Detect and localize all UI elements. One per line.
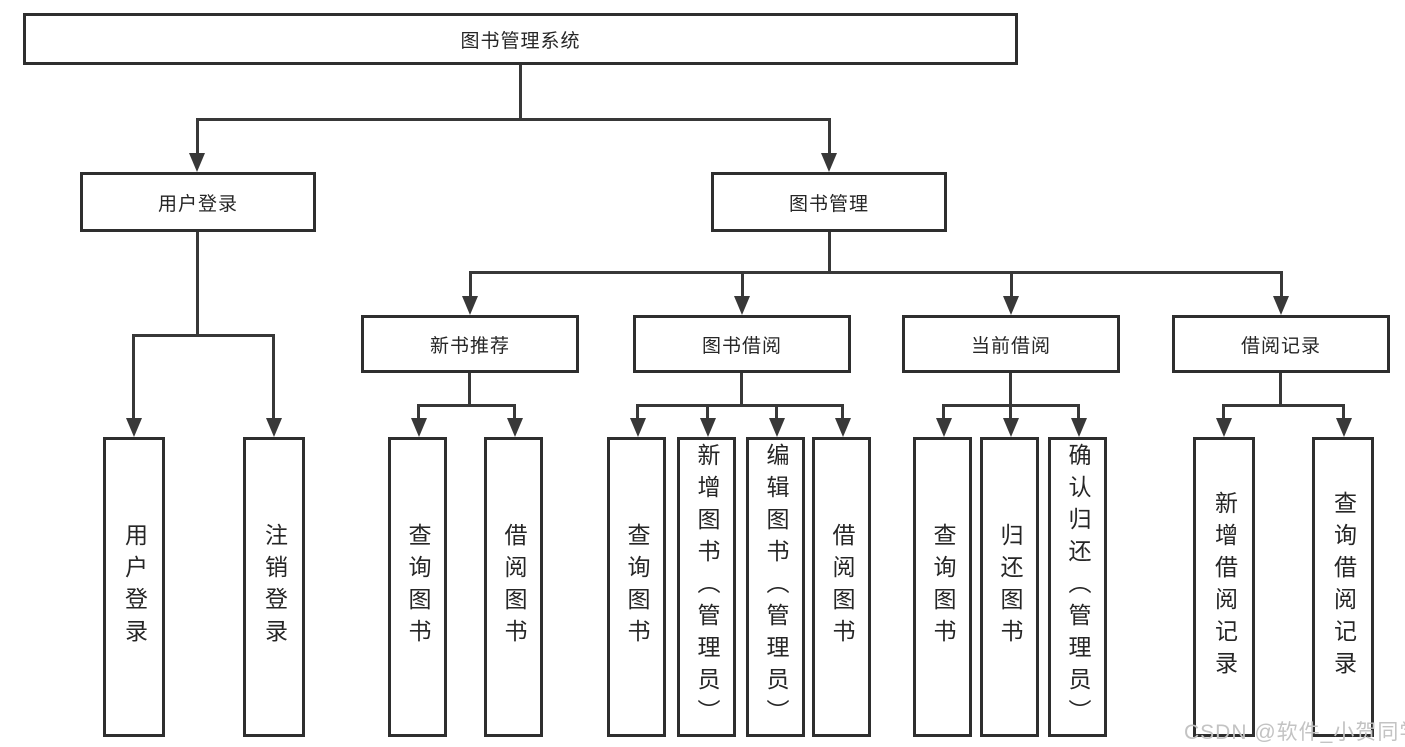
node-book-management: 图书管理 — [711, 172, 947, 232]
connector-line — [1222, 404, 1344, 407]
arrow-down-icon — [266, 418, 282, 437]
leaf-query-borrow-record-label: 查询借阅记录 — [1330, 491, 1357, 683]
connector-line — [1342, 404, 1345, 421]
arrow-down-icon — [462, 296, 478, 315]
node-new-book-recommend-label: 新书推荐 — [429, 335, 510, 357]
arrow-down-icon — [411, 418, 427, 437]
csdn-watermark: CSDN @软件_小贺同学 — [1184, 721, 1405, 744]
leaf-recommend-borrow-books-label: 借阅图书 — [501, 523, 527, 651]
connector-line — [132, 334, 275, 337]
node-current-borrow-label: 当前借阅 — [970, 335, 1051, 357]
leaf-current-query-books: 查询图书 — [913, 437, 972, 737]
arrow-down-icon — [835, 418, 851, 437]
connector-line — [942, 404, 945, 421]
connector-line — [417, 404, 420, 421]
leaf-borrow-add-books-admin-label: 新增图书（管理员） — [694, 443, 720, 731]
node-book-management-label: 图书管理 — [788, 193, 869, 215]
connector-line — [513, 404, 516, 421]
leaf-query-borrow-record: 查询借阅记录 — [1312, 437, 1374, 737]
connector-line — [1009, 404, 1012, 421]
leaf-current-confirm-return-admin: 确认归还（管理员） — [1048, 437, 1107, 737]
leaf-borrow-borrow-books-label: 借阅图书 — [829, 523, 855, 651]
connector-line — [1009, 373, 1012, 407]
connector-line — [841, 404, 844, 421]
leaf-borrow-query-books-label: 查询图书 — [624, 523, 650, 651]
connector-line — [272, 334, 275, 421]
connector-line — [740, 373, 743, 407]
leaf-add-borrow-record: 新增借阅记录 — [1193, 437, 1255, 737]
arrow-down-icon — [1003, 296, 1019, 315]
leaf-current-confirm-return-admin-label: 确认归还（管理员） — [1065, 443, 1091, 731]
arrow-down-icon — [1071, 418, 1087, 437]
node-book-borrow: 图书借阅 — [633, 315, 851, 373]
connector-line — [469, 271, 472, 299]
connector-line — [1279, 373, 1282, 407]
leaf-recommend-borrow-books: 借阅图书 — [484, 437, 543, 737]
node-borrow-records-label: 借阅记录 — [1240, 335, 1321, 357]
arrow-down-icon — [734, 296, 750, 315]
node-user-login: 用户登录 — [80, 172, 316, 232]
leaf-recommend-query-books-label: 查询图书 — [405, 523, 431, 651]
connector-line — [196, 118, 830, 121]
connector-line — [519, 65, 522, 120]
node-root-label: 图书管理系统 — [460, 30, 581, 52]
leaf-logout-label: 注销登录 — [261, 523, 288, 651]
connector-line — [828, 118, 831, 156]
leaf-current-query-books-label: 查询图书 — [930, 523, 956, 651]
arrow-down-icon — [189, 153, 205, 172]
leaf-borrow-query-books: 查询图书 — [607, 437, 666, 737]
connector-line — [417, 404, 516, 407]
leaf-add-borrow-record-label: 新增借阅记录 — [1211, 491, 1238, 683]
leaf-logout: 注销登录 — [243, 437, 305, 737]
arrow-down-icon — [936, 418, 952, 437]
arrow-down-icon — [630, 418, 646, 437]
arrow-down-icon — [1336, 418, 1352, 437]
arrow-down-icon — [700, 418, 716, 437]
connector-line — [775, 404, 778, 421]
leaf-user-login: 用户登录 — [103, 437, 165, 737]
connector-line — [1280, 271, 1283, 299]
connector-line — [1077, 404, 1080, 421]
arrow-down-icon — [1003, 418, 1019, 437]
leaf-borrow-edit-books-admin: 编辑图书（管理员） — [746, 437, 805, 737]
connector-line — [1010, 271, 1013, 299]
connector-line — [636, 404, 844, 407]
connector-line — [468, 373, 471, 407]
node-borrow-records: 借阅记录 — [1172, 315, 1390, 373]
leaf-borrow-borrow-books: 借阅图书 — [812, 437, 871, 737]
arrow-down-icon — [1216, 418, 1232, 437]
leaf-current-return-books: 归还图书 — [980, 437, 1039, 737]
node-current-borrow: 当前借阅 — [902, 315, 1120, 373]
connector-line — [132, 334, 135, 421]
arrow-down-icon — [126, 418, 142, 437]
node-user-login-label: 用户登录 — [157, 193, 238, 215]
arrow-down-icon — [507, 418, 523, 437]
arrow-down-icon — [821, 153, 837, 172]
node-new-book-recommend: 新书推荐 — [361, 315, 579, 373]
leaf-borrow-edit-books-admin-label: 编辑图书（管理员） — [763, 443, 789, 731]
connector-line — [196, 118, 199, 156]
node-book-borrow-label: 图书借阅 — [701, 335, 782, 357]
connector-line — [196, 232, 199, 337]
connector-line — [1222, 404, 1225, 421]
connector-line — [706, 404, 709, 421]
arrow-down-icon — [769, 418, 785, 437]
arrow-down-icon — [1273, 296, 1289, 315]
connector-line — [636, 404, 639, 421]
connector-line — [741, 271, 744, 299]
leaf-borrow-add-books-admin: 新增图书（管理员） — [677, 437, 736, 737]
node-root: 图书管理系统 — [23, 13, 1018, 65]
connector-line — [469, 271, 1282, 274]
leaf-recommend-query-books: 查询图书 — [388, 437, 447, 737]
connector-line — [828, 232, 831, 274]
leaf-current-return-books-label: 归还图书 — [997, 523, 1023, 651]
leaf-user-login-label: 用户登录 — [121, 523, 148, 651]
